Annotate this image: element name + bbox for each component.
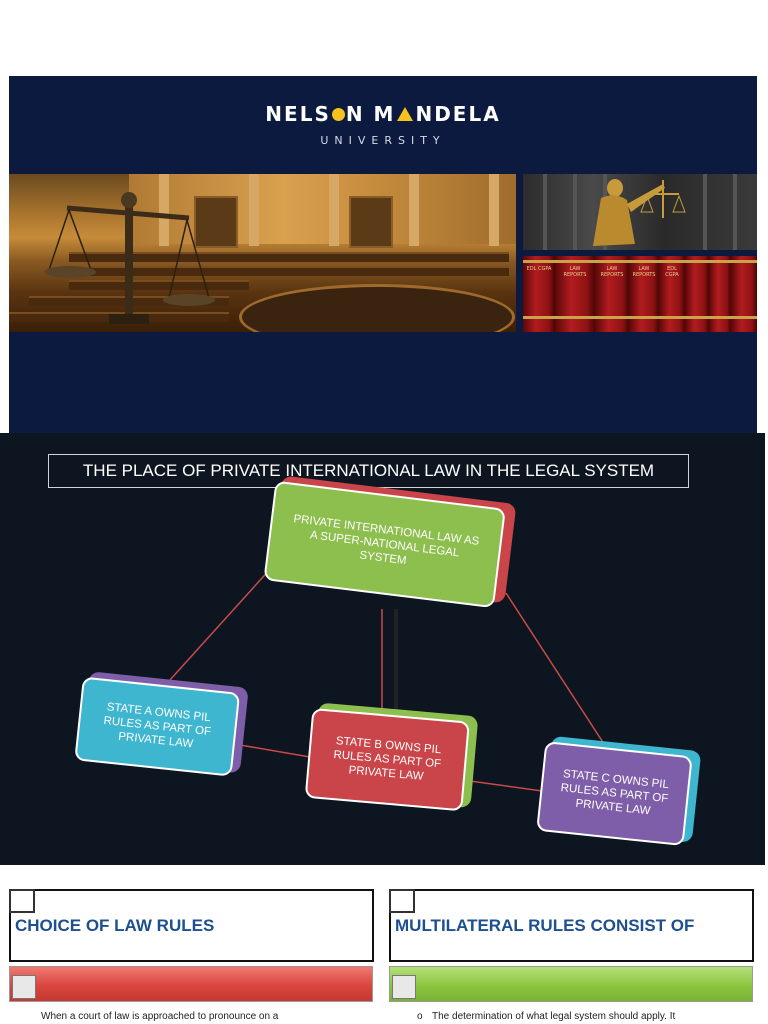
checkbox-icon	[392, 975, 416, 999]
law-books-photo: EDL CGPA LAW REPORTS LAW REPORTS LAW REP…	[523, 256, 757, 332]
connector-lines	[159, 566, 607, 792]
connector-top-c	[505, 592, 607, 748]
connector-b-c	[469, 780, 543, 792]
right-body-text: The determination of what legal system s…	[432, 1011, 676, 1022]
right-green-bar	[389, 966, 753, 1002]
node-state-c: STATE C OWNS PIL RULES AS PART OF PRIVAT…	[535, 735, 702, 855]
left-body-text: When a court of law is approached to pro…	[41, 1011, 279, 1022]
courtroom-photo	[9, 174, 516, 332]
scales-of-justice-icon	[44, 192, 215, 324]
diagram-slide: THE PLACE OF PRIVATE INTERNATIONAL LAW I…	[0, 433, 765, 865]
connector-top-a	[159, 566, 273, 692]
choice-of-law-heading-box: CHOICE OF LAW RULES	[9, 889, 374, 962]
connector-a-b	[239, 744, 311, 758]
left-heading: CHOICE OF LAW RULES	[15, 916, 215, 935]
right-heading: MULTILATERAL RULES CONSIST OF	[395, 916, 695, 935]
triangle-logo-icon	[397, 106, 414, 121]
left-red-bar	[9, 966, 373, 1002]
sun-logo-icon	[331, 107, 345, 121]
multilateral-heading-box: MULTILATERAL RULES CONSIST OF	[389, 889, 754, 962]
node-state-a: STATE A OWNS PIL RULES AS PART OF PRIVAT…	[74, 671, 249, 782]
right-bullet: o	[417, 1011, 423, 1022]
lady-justice-photo	[523, 174, 757, 250]
university-subtitle: UNIVERSITY	[320, 134, 446, 147]
checkbox-icon	[389, 889, 415, 913]
lady-justice-icon	[593, 179, 686, 246]
checkbox-icon	[9, 889, 35, 913]
node-state-b: STATE B OWNS PIL RULES AS PART OF PRIVAT…	[304, 702, 479, 818]
checkbox-icon	[12, 975, 36, 999]
